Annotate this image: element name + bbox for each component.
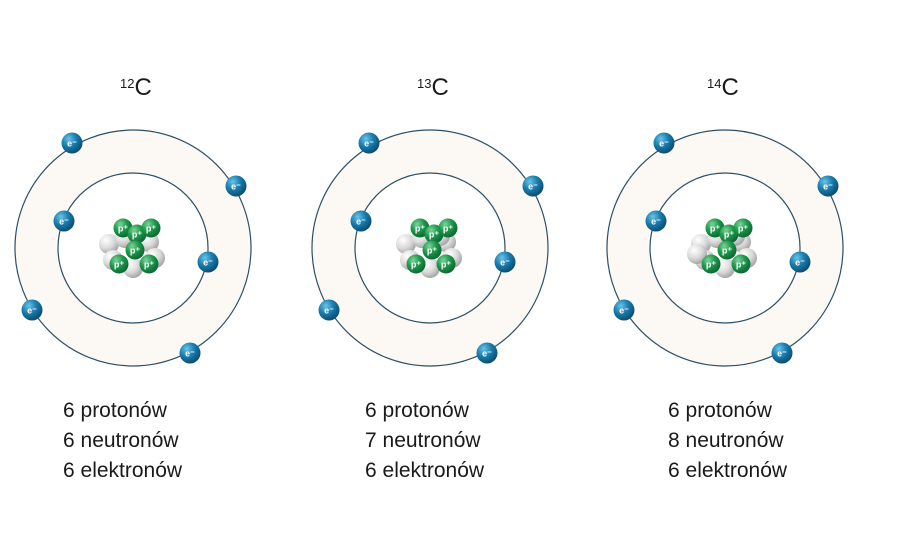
proton: p⁺	[125, 240, 145, 260]
electron-label: e⁻	[185, 349, 195, 359]
element-symbol: C	[721, 74, 739, 101]
atom-carbon-13: 13C p⁺ p⁺ p⁺ p⁺ p⁺ p⁺ e⁻ e⁻ e⁻ e⁻ e⁻ e⁻ 6 protonów …	[297, 0, 597, 538]
proton: p⁺	[109, 254, 129, 274]
electron: e⁻	[645, 210, 667, 232]
proton-label: p⁺	[411, 260, 421, 270]
proton: p⁺	[406, 254, 426, 274]
electron: e⁻	[771, 342, 793, 364]
electron: e⁻	[197, 251, 219, 273]
proton: p⁺	[717, 240, 737, 260]
neutron	[396, 234, 416, 254]
electron: e⁻	[789, 251, 811, 273]
protons-count: 6 protonów	[63, 399, 167, 422]
proton-label: p⁺	[144, 260, 154, 270]
isotope-title: 13C	[417, 74, 449, 102]
neutrons-count: 6 neutronów	[63, 429, 179, 452]
proton-label: p⁺	[146, 224, 156, 234]
neutrons-count: 8 neutronów	[668, 429, 784, 452]
electron: e⁻	[350, 210, 372, 232]
proton-label: p⁺	[706, 260, 716, 270]
proton-label: p⁺	[118, 224, 128, 234]
nucleus: p⁺ p⁺ p⁺ p⁺ p⁺ p⁺	[396, 218, 462, 278]
proton-label: p⁺	[415, 224, 425, 234]
proton: p⁺	[438, 218, 458, 238]
element-symbol: C	[431, 74, 449, 101]
electron: e⁻	[179, 342, 201, 364]
atom-carbon-14: 14C p⁺ p⁺ p⁺ p⁺ p⁺ p⁺ e⁻ e⁻ e⁻ e⁻ e⁻ e⁻ 6 protonów …	[592, 0, 892, 538]
electron-label: e⁻	[231, 182, 241, 192]
electron-label: e⁻	[619, 306, 629, 316]
mass-number: 13	[417, 76, 432, 91]
proton-label: p⁺	[738, 224, 748, 234]
isotope-title: 14C	[707, 74, 739, 102]
electron: e⁻	[53, 210, 75, 232]
electron-label: e⁻	[27, 306, 37, 316]
mass-number: 12	[120, 76, 135, 91]
electron: e⁻	[21, 299, 43, 321]
electron-label: e⁻	[67, 139, 77, 149]
atom-model: p⁺ p⁺ p⁺ p⁺ p⁺ p⁺ e⁻ e⁻ e⁻ e⁻ e⁻ e⁻	[311, 129, 549, 367]
electron: e⁻	[476, 342, 498, 364]
particle-counts: 6 protonów 8 neutronów 6 elektronów	[668, 396, 787, 486]
particle-counts: 6 protonów 6 neutronów 6 elektronów	[63, 396, 182, 486]
atom-model: p⁺ p⁺ p⁺ p⁺ p⁺ p⁺ e⁻ e⁻ e⁻ e⁻ e⁻ e⁻	[606, 129, 844, 367]
electron-label: e⁻	[356, 217, 366, 227]
electron-label: e⁻	[651, 217, 661, 227]
neutron	[687, 244, 707, 264]
electron: e⁻	[494, 251, 516, 273]
proton-label: p⁺	[114, 260, 124, 270]
proton: p⁺	[701, 254, 721, 274]
nucleus: p⁺ p⁺ p⁺ p⁺ p⁺ p⁺	[99, 218, 165, 278]
element-symbol: C	[134, 74, 152, 101]
electron-label: e⁻	[324, 306, 334, 316]
protons-count: 6 protonów	[668, 399, 772, 422]
proton-label: p⁺	[427, 246, 437, 256]
proton-label: p⁺	[441, 260, 451, 270]
proton-label: p⁺	[132, 230, 142, 240]
electrons-count: 6 elektronów	[668, 459, 788, 482]
proton-label: p⁺	[736, 260, 746, 270]
electron-label: e⁻	[59, 217, 69, 227]
proton: p⁺	[139, 254, 159, 274]
proton-label: p⁺	[443, 224, 453, 234]
electron-label: e⁻	[528, 182, 538, 192]
proton-label: p⁺	[724, 230, 734, 240]
mass-number: 14	[707, 76, 722, 91]
proton: p⁺	[731, 254, 751, 274]
electron-label: e⁻	[777, 349, 787, 359]
nucleus: p⁺ p⁺ p⁺ p⁺ p⁺ p⁺	[687, 218, 757, 278]
proton-label: p⁺	[130, 246, 140, 256]
electron: e⁻	[522, 175, 544, 197]
particle-counts: 6 protonów 7 neutronów 6 elektronów	[365, 396, 484, 486]
electron-label: e⁻	[795, 258, 805, 268]
proton-label: p⁺	[429, 230, 439, 240]
electron: e⁻	[318, 299, 340, 321]
neutron	[99, 234, 119, 254]
isotope-title: 12C	[120, 74, 152, 102]
electron: e⁻	[61, 132, 83, 154]
proton: p⁺	[141, 218, 161, 238]
electron: e⁻	[653, 132, 675, 154]
electrons-count: 6 elektronów	[63, 459, 183, 482]
proton-label: p⁺	[710, 224, 720, 234]
proton-label: p⁺	[722, 246, 732, 256]
atom-model: p⁺ p⁺ p⁺ p⁺ p⁺ p⁺ e⁻ e⁻ e⁻ e⁻ e⁻ e⁻	[14, 129, 252, 367]
protons-count: 6 protonów	[365, 399, 469, 422]
electron-label: e⁻	[823, 182, 833, 192]
electron-label: e⁻	[482, 349, 492, 359]
electron: e⁻	[613, 299, 635, 321]
proton: p⁺	[436, 254, 456, 274]
neutrons-count: 7 neutronów	[365, 429, 481, 452]
proton: p⁺	[733, 218, 753, 238]
electron-label: e⁻	[500, 258, 510, 268]
electron-label: e⁻	[659, 139, 669, 149]
electrons-count: 6 elektronów	[365, 459, 485, 482]
electron: e⁻	[817, 175, 839, 197]
electron-label: e⁻	[364, 139, 374, 149]
electron: e⁻	[225, 175, 247, 197]
proton: p⁺	[422, 240, 442, 260]
atom-carbon-12: 12C p⁺ p⁺ p⁺ p⁺ p⁺ p⁺ e⁻ e⁻ e⁻ e⁻ e⁻ e⁻ 6 protonów …	[0, 0, 300, 538]
electron: e⁻	[358, 132, 380, 154]
electron-label: e⁻	[203, 258, 213, 268]
